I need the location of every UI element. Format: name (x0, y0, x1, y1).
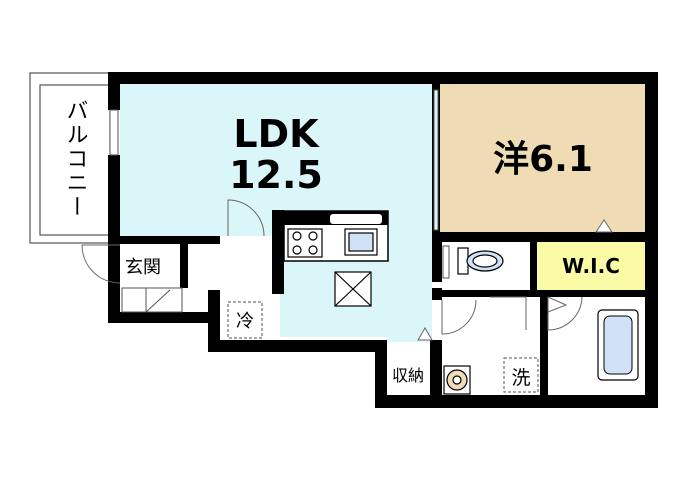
western-room-label: 洋6.1 (493, 139, 593, 180)
stove-icon (287, 228, 323, 258)
entrance-label: 玄関 (125, 257, 161, 278)
windows (109, 89, 439, 231)
walls (108, 72, 658, 408)
ldk-name: LDK (233, 112, 320, 156)
storage-space (387, 352, 430, 395)
toilet-window (442, 245, 450, 279)
door-swing-icon (81, 199, 613, 341)
ventilation-icon (334, 271, 372, 307)
western-room-floor (440, 84, 645, 232)
toilet-icon (457, 247, 504, 275)
wic-floor (537, 242, 645, 290)
fridge-label: 冷 (236, 311, 254, 332)
sink-icon (344, 228, 378, 256)
wic-label: W.I.C (562, 254, 620, 278)
entrance-step (121, 287, 183, 313)
washer-space (503, 357, 539, 393)
balcony-label: バルコニー (63, 99, 88, 219)
kitchen-counter (283, 210, 389, 262)
washbasin-icon (443, 365, 471, 395)
ldk-size: 12.5 (229, 153, 323, 197)
washer-label: 洗 (511, 367, 530, 389)
bathtub-icon (597, 309, 639, 381)
fridge-space (227, 301, 263, 339)
storage-label: 収納 (392, 366, 424, 385)
balcony: バルコニー (29, 72, 111, 244)
